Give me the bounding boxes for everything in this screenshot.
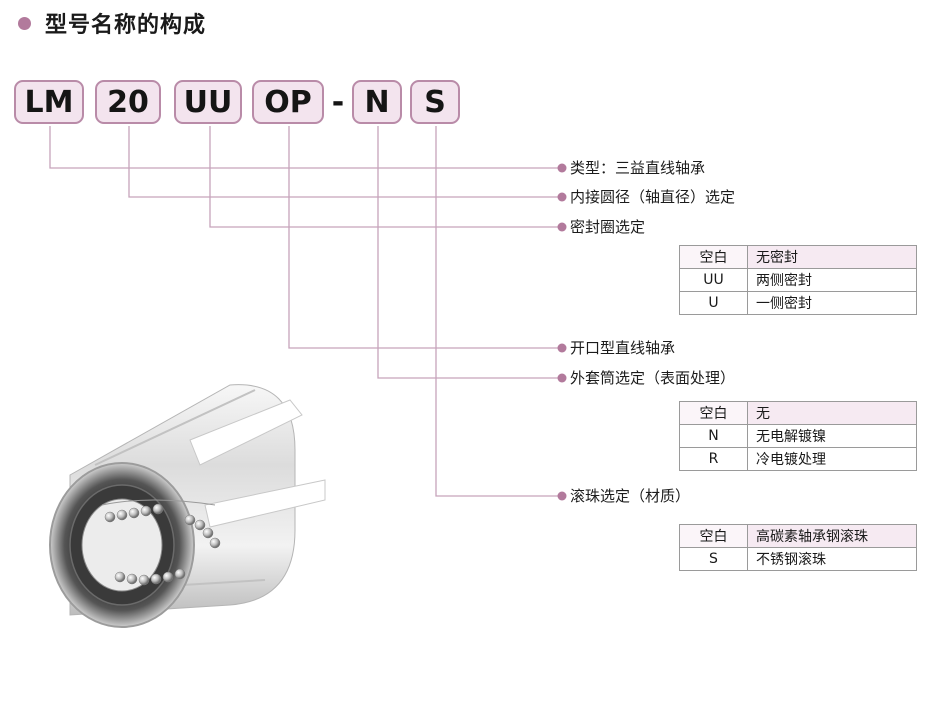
callout-ball: 滚珠选定（材质） xyxy=(570,487,691,505)
table-cell-desc: 两侧密封 xyxy=(747,268,917,292)
table-cell-desc: 冷电镀处理 xyxy=(747,447,917,471)
code-part-lm: LM xyxy=(14,80,84,124)
table-cell-desc: 无电解镀镍 xyxy=(747,424,917,448)
table-cell-code: 空白 xyxy=(679,245,748,269)
table-row: R 冷电镀处理 xyxy=(679,447,917,471)
leader-line-sleeve xyxy=(377,126,561,379)
code-part-ball: S xyxy=(410,80,460,124)
open-linear-bearing-image xyxy=(49,384,326,628)
table-row: U 一侧密封 xyxy=(679,291,917,315)
leader-line-size xyxy=(128,126,561,198)
code-part-size: 20 xyxy=(95,80,161,124)
table-row: UU 两侧密封 xyxy=(679,268,917,292)
code-part-seal: UU xyxy=(174,80,242,124)
code-part-sleeve: N xyxy=(352,80,402,124)
leader-dot-icon xyxy=(557,373,567,383)
table-cell-code: R xyxy=(679,447,748,471)
leader-line-ball xyxy=(435,126,561,497)
table-row: N 无电解镀镍 xyxy=(679,424,917,448)
callout-inner-diameter: 内接圆径（轴直径）选定 xyxy=(570,188,736,206)
leader-dot-icon xyxy=(557,222,567,232)
table-row: 空白 无密封 xyxy=(679,245,917,269)
table-cell-code: UU xyxy=(679,268,748,292)
table-cell-desc: 不锈钢滚珠 xyxy=(747,547,917,571)
table-cell-desc: 无密封 xyxy=(747,245,917,269)
leader-dot-icon xyxy=(557,343,567,353)
leader-line-seal xyxy=(209,126,561,228)
table-cell-code: N xyxy=(679,424,748,448)
table-cell-code: U xyxy=(679,291,748,315)
table-row: 空白 无 xyxy=(679,401,917,425)
callout-type: 类型：三益直线轴承 xyxy=(570,159,706,177)
ball-options-table: 空白 高碳素轴承钢滚珠 S 不锈钢滚珠 xyxy=(679,524,917,571)
table-cell-desc: 一侧密封 xyxy=(747,291,917,315)
code-part-open: OP xyxy=(252,80,324,124)
table-cell-code: S xyxy=(679,547,748,571)
leader-dot-icon xyxy=(557,491,567,501)
callout-seal: 密封圈选定 xyxy=(570,218,646,236)
callout-sleeve: 外套筒选定（表面处理） xyxy=(570,369,736,387)
leader-dot-icon xyxy=(557,163,567,173)
callout-open-type: 开口型直线轴承 xyxy=(570,339,676,357)
leader-dot-icon xyxy=(557,192,567,202)
page-title: 型号名称的构成 xyxy=(45,13,207,38)
seal-options-table: 空白 无密封 UU 两侧密封 U 一侧密封 xyxy=(679,245,917,315)
sleeve-options-table: 空白 无 N 无电解镀镍 R 冷电镀处理 xyxy=(679,401,917,471)
table-cell-code: 空白 xyxy=(679,401,748,425)
bullet-dot-icon xyxy=(18,16,31,30)
section-heading: 型号名称的构成 xyxy=(18,8,206,38)
table-row: S 不锈钢滚珠 xyxy=(679,547,917,571)
leader-line-open xyxy=(288,126,561,349)
table-cell-desc: 高碳素轴承钢滚珠 xyxy=(747,524,917,548)
table-cell-code: 空白 xyxy=(679,524,748,548)
table-row: 空白 高碳素轴承钢滚珠 xyxy=(679,524,917,548)
leader-line-type xyxy=(49,126,561,169)
table-cell-desc: 无 xyxy=(747,401,917,425)
code-separator: - xyxy=(331,84,345,120)
